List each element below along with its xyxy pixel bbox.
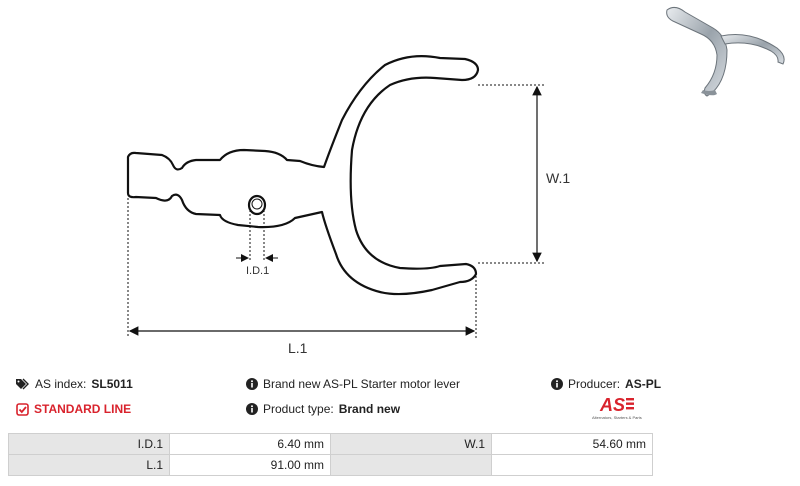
product-type-row: Product type: Brand new (246, 402, 400, 416)
dim-id1-label: I.D.1 (246, 265, 269, 277)
product-line-label: STANDARD LINE (34, 402, 132, 416)
dim-w1-label: W.1 (546, 170, 570, 186)
spec-key: I.D.1 (8, 433, 170, 455)
info-icon (551, 378, 563, 390)
svg-text:Alternators, Starters & Parts: Alternators, Starters & Parts (592, 415, 642, 420)
dimension-l1: L.1 (127, 198, 477, 356)
spec-value (491, 454, 653, 476)
info-icon (246, 403, 258, 415)
as-index-value: SL5011 (91, 377, 133, 391)
product-line-row: STANDARD LINE (16, 402, 131, 416)
spec-key: W.1 (330, 433, 492, 455)
table-row: L.1 91.00 mm (8, 454, 653, 476)
info-icon (246, 378, 258, 390)
spec-value: 54.60 mm (491, 433, 653, 455)
description-row: Brand new AS-PL Starter motor lever (246, 377, 460, 391)
svg-text:AS: AS (599, 395, 625, 415)
spec-value: 91.00 mm (169, 454, 331, 476)
spec-key: L.1 (8, 454, 170, 476)
specs-table: I.D.1 6.40 mm W.1 54.60 mm L.1 91.00 mm (8, 433, 653, 476)
lever-outline (126, 55, 480, 296)
dimension-w1: W.1 (478, 84, 570, 264)
as-index-label: AS index: (35, 377, 87, 391)
product-type-label: Product type: (263, 402, 334, 416)
producer-value: AS-PL (625, 377, 662, 391)
check-square-icon (16, 402, 29, 416)
spec-value: 6.40 mm (169, 433, 331, 455)
table-row: I.D.1 6.40 mm W.1 54.60 mm (8, 433, 653, 455)
tags-icon (16, 378, 30, 390)
product-type-value: Brand new (338, 402, 401, 416)
product-description: Brand new AS-PL Starter motor lever (263, 377, 460, 391)
as-index-row: AS index: SL5011 (16, 377, 133, 391)
producer-label: Producer: (568, 377, 621, 391)
as-pl-logo: AS Alternators, Starters & Parts (592, 395, 642, 420)
producer-row: Producer: AS-PL (551, 377, 661, 391)
dim-l1-label: L.1 (288, 340, 308, 356)
spec-key (330, 454, 492, 476)
product-photo (666, 6, 785, 97)
technical-drawing: W.1 L.1 I.D.1 (126, 55, 570, 356)
dimension-id1: I.D.1 (236, 210, 278, 277)
